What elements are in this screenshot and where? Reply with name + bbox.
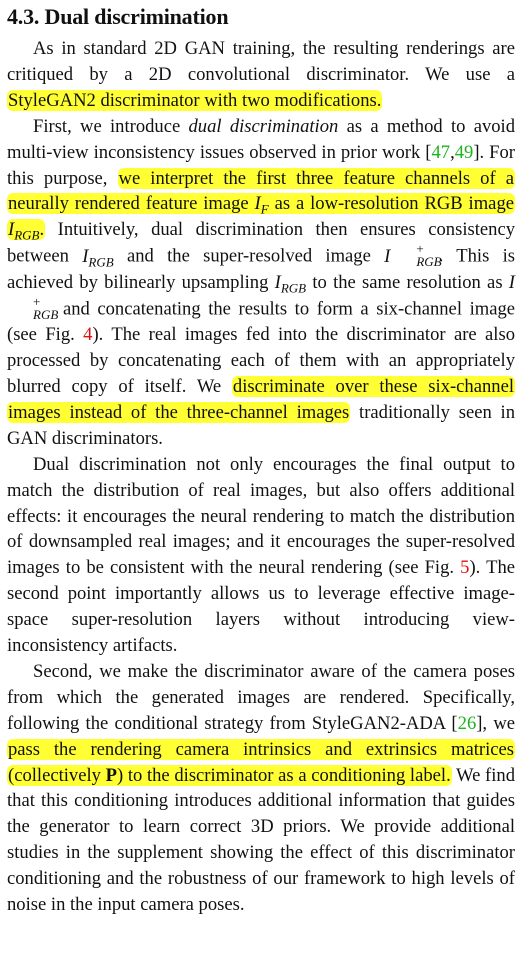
- p2-text-5: and the super-resolved image: [113, 245, 385, 267]
- math-subscript: RGB: [88, 254, 114, 270]
- math-symbol: I: [508, 271, 515, 293]
- highlight-2-text: we interpret the first three feature cha…: [8, 167, 514, 215]
- math-I-RGB: IRGB: [274, 271, 307, 296]
- math-subscript: RGB: [416, 254, 442, 270]
- term-dual-discrimination: dual discrimination: [188, 115, 339, 137]
- p2-text-7: to the same resolution as: [306, 271, 509, 293]
- highlight-4-text: pass the rendering camera in­trinsics an…: [8, 738, 514, 786]
- paragraph-2: First, we introduce dual discrimination …: [7, 114, 515, 452]
- math-I-RGB: IRGB: [8, 219, 40, 243]
- figure-ref-link[interactable]: 5: [460, 557, 470, 579]
- math-I-RGB-plus: I+RGB: [384, 241, 442, 269]
- citation-link[interactable]: 26: [457, 712, 477, 734]
- math-superscript: +: [33, 293, 41, 309]
- citation-link[interactable]: 49: [454, 141, 474, 163]
- highlight-1: StyleGAN2 discriminator with two modific…: [7, 89, 383, 111]
- math-I-RGB-plus: I+RGB: [7, 271, 515, 322]
- p2-text-6: . This is achieved by bilin­early upsamp…: [7, 245, 515, 293]
- p2-text-2: as a method to avoid multi-view inconsis…: [7, 115, 516, 163]
- highlight-4: pass the rendering camera in­trinsics an…: [7, 738, 515, 786]
- citation-separator: ,: [450, 141, 455, 163]
- math-supsub: +RGB: [390, 241, 441, 269]
- math-symbol: I: [274, 271, 281, 293]
- p4-text-1: Second, we make the discriminator aware …: [7, 660, 515, 734]
- section-heading: 4.3. Dual discrimination: [7, 2, 515, 32]
- math-subscript: RGB: [33, 306, 59, 322]
- math-P: P: [105, 764, 117, 786]
- math-supsub: +RGB: [7, 294, 58, 322]
- math-subscript: F: [260, 201, 269, 217]
- p3-text-2: ). The second point importantly allows u…: [7, 557, 516, 657]
- p1-text: As in standard 2D GAN training, the resu…: [7, 38, 515, 85]
- section-number: 4.3.: [7, 4, 40, 29]
- math-I-RGB: IRGB: [82, 245, 114, 270]
- paragraph-4: Second, we make the discriminator aware …: [7, 659, 515, 918]
- p4-text-3: We find that this con­ditioning introduc…: [7, 764, 515, 916]
- p2-text-10: tradi­tionally seen in GAN discriminator…: [7, 401, 516, 449]
- p2-text-1: First, we introduce: [33, 115, 189, 137]
- math-I-F: IF: [254, 193, 269, 217]
- p3-text-1: Dual discrimination not only encourages …: [7, 453, 515, 579]
- math-symbol: I: [82, 245, 89, 267]
- math-symbol: I: [8, 219, 15, 241]
- p2-text-8: and concatenating the results to form a …: [7, 298, 515, 346]
- math-subscript: RGB: [14, 227, 40, 243]
- math-symbol: I: [384, 245, 391, 267]
- paragraph-1: As in standard 2D GAN training, the resu…: [7, 36, 515, 114]
- highlight-2-text: as a low-resolution RGB image: [268, 193, 514, 215]
- paragraph-3: Dual discrimination not only encourages …: [7, 452, 515, 659]
- section-title: Dual discrimination: [44, 4, 229, 29]
- p4-text-2: ], we: [476, 712, 516, 734]
- highlight-4-text: ) to the dis­criminator as a conditionin…: [116, 764, 451, 786]
- math-superscript: +: [416, 241, 424, 257]
- p2-text-3: ]. For this purpose,: [7, 141, 515, 189]
- p2-text-9: ). The real images fed into the discrimi…: [7, 324, 516, 397]
- citation-link[interactable]: 47: [431, 141, 451, 163]
- p2-text-4: Intuitively, dual discrimination then en…: [7, 219, 515, 267]
- math-symbol: I: [254, 193, 261, 215]
- highlight-2-text: .: [39, 219, 45, 241]
- figure-ref-link[interactable]: 4: [83, 324, 93, 346]
- math-subscript: RGB: [280, 280, 307, 296]
